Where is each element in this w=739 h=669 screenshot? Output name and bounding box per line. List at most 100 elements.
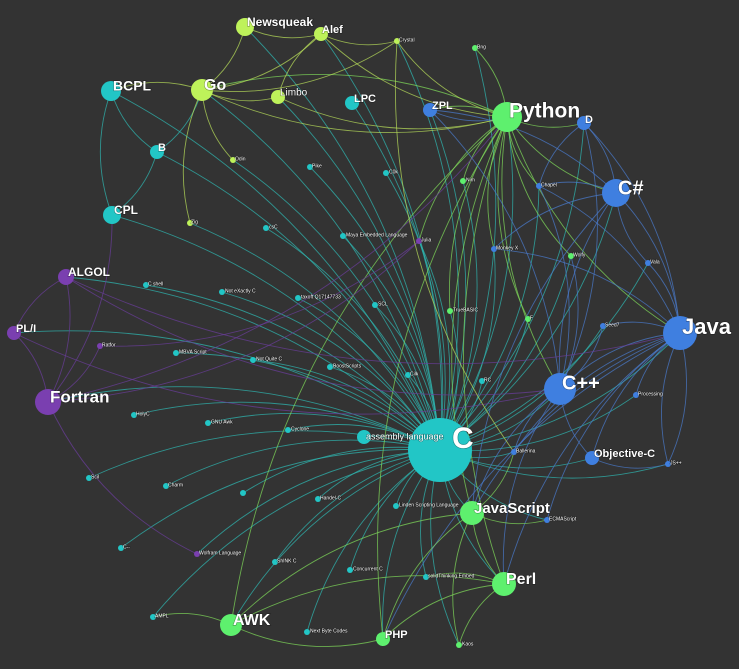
- node-c[interactable]: [408, 418, 472, 482]
- node-ecmascript[interactable]: [544, 517, 550, 523]
- node-alef[interactable]: [314, 27, 328, 41]
- node-algol[interactable]: [58, 269, 74, 285]
- edge-csharp-zpl: [429, 109, 617, 194]
- node-assembly[interactable]: [357, 430, 371, 444]
- node-monkeyx[interactable]: [491, 246, 497, 252]
- node-charm[interactable]: [163, 483, 169, 489]
- node-vala[interactable]: [645, 260, 651, 266]
- node-wolframlang[interactable]: [194, 551, 200, 557]
- edge-c-mbvascript: [175, 352, 441, 451]
- node-julia[interactable]: [416, 238, 422, 244]
- node-jspp[interactable]: [665, 461, 671, 467]
- node-holyc[interactable]: [131, 412, 137, 418]
- edge-java-ballerina: [513, 332, 681, 453]
- edge-c-odin: [232, 159, 441, 451]
- node-java[interactable]: [663, 316, 697, 350]
- node-ampl[interactable]: [150, 614, 156, 620]
- edge-python-go: [201, 73, 508, 118]
- edge-java-php: [382, 332, 681, 640]
- node-fc[interactable]: [479, 378, 485, 384]
- node-b[interactable]: [150, 145, 164, 159]
- edge-java-chapel: [538, 185, 681, 334]
- node-label-fsmall: F: [530, 315, 533, 321]
- node-odin[interactable]: [230, 157, 236, 163]
- node-nextbyte[interactable]: [304, 629, 310, 635]
- node-label-shinkc: ShINK C: [277, 558, 297, 564]
- node-unnamed1[interactable]: [240, 490, 246, 496]
- node-label-d: D: [585, 114, 593, 126]
- edge-c-bcpl: [110, 90, 441, 451]
- edge-c-nextbyte: [306, 449, 441, 633]
- node-crystal[interactable]: [394, 38, 400, 44]
- node-d[interactable]: [577, 116, 591, 130]
- node-processing[interactable]: [633, 392, 639, 398]
- node-unnamed2[interactable]: [118, 545, 124, 551]
- node-concurrentc[interactable]: [347, 567, 353, 573]
- edge-c-cpl: [111, 214, 441, 451]
- node-boostscripts[interactable]: [327, 364, 333, 370]
- node-javascript[interactable]: [460, 501, 484, 525]
- edge-javascript-php: [382, 512, 473, 640]
- node-cpp[interactable]: [544, 373, 576, 405]
- node-limbo[interactable]: [271, 90, 285, 104]
- node-pli[interactable]: [7, 326, 21, 340]
- node-fortran[interactable]: [35, 389, 61, 415]
- edge-python-csharp: [506, 116, 617, 194]
- edge-cpp-perl: [502, 388, 561, 585]
- node-mayaembedded[interactable]: [340, 233, 346, 239]
- node-bmg[interactable]: [472, 45, 478, 51]
- node-wolfram_green[interactable]: [568, 253, 574, 259]
- node-label-monkeyx: Monkey X: [496, 245, 519, 251]
- node-label-python: Python: [509, 100, 580, 123]
- node-mbvascript[interactable]: [173, 350, 179, 356]
- node-bcpl[interactable]: [101, 81, 121, 101]
- node-fsmall[interactable]: [525, 316, 531, 322]
- edge-c-pli: [13, 330, 441, 451]
- node-cpl[interactable]: [103, 206, 121, 224]
- node-notquitec[interactable]: [250, 357, 256, 363]
- node-c0k[interactable]: [383, 170, 389, 176]
- node-q17147733[interactable]: [295, 295, 301, 301]
- edge-c-python: [439, 116, 514, 451]
- node-gnuawk[interactable]: [205, 420, 211, 426]
- node-zpl[interactable]: [423, 103, 437, 117]
- edge-algol-java: [65, 276, 681, 365]
- node-seed7[interactable]: [600, 323, 606, 329]
- node-python[interactable]: [492, 102, 522, 132]
- edge-c-pike: [309, 166, 441, 451]
- node-zig[interactable]: [187, 220, 193, 226]
- node-scil[interactable]: [86, 475, 92, 481]
- node-chapel[interactable]: [536, 183, 542, 189]
- node-kaos[interactable]: [456, 642, 462, 648]
- node-ballerina[interactable]: [511, 449, 517, 455]
- node-lpc[interactable]: [345, 96, 359, 110]
- node-notexactlyc[interactable]: [219, 289, 225, 295]
- node-nim[interactable]: [460, 178, 466, 184]
- node-linden[interactable]: [393, 503, 399, 509]
- node-label-crystal: Crystal: [399, 37, 415, 43]
- node-solidthinking[interactable]: [423, 574, 429, 580]
- edge-d-chapel: [538, 122, 585, 187]
- node-go[interactable]: [191, 79, 213, 101]
- node-label-scl: SCL: [378, 301, 388, 307]
- node-cilk[interactable]: [405, 372, 411, 378]
- node-perl[interactable]: [492, 572, 516, 596]
- edge-c-crystal: [396, 40, 459, 451]
- node-handelc[interactable]: [315, 496, 321, 502]
- node-csh2[interactable]: [263, 225, 269, 231]
- edge-c-fortran: [47, 386, 441, 451]
- node-cshell[interactable]: [143, 282, 149, 288]
- node-truebasic[interactable]: [447, 308, 453, 314]
- node-php[interactable]: [376, 632, 390, 646]
- node-awk[interactable]: [220, 614, 242, 636]
- node-pike[interactable]: [307, 164, 313, 170]
- node-ratfor[interactable]: [97, 343, 103, 349]
- node-label-unnamed2: C--: [123, 544, 130, 550]
- node-cyclone[interactable]: [285, 427, 291, 433]
- node-objc[interactable]: [585, 451, 599, 465]
- node-newsqueak[interactable]: [236, 18, 254, 36]
- node-scl[interactable]: [372, 302, 378, 308]
- node-csharp[interactable]: [602, 179, 630, 207]
- edge-java-ecmascript: [546, 332, 681, 521]
- node-shinkc[interactable]: [272, 559, 278, 565]
